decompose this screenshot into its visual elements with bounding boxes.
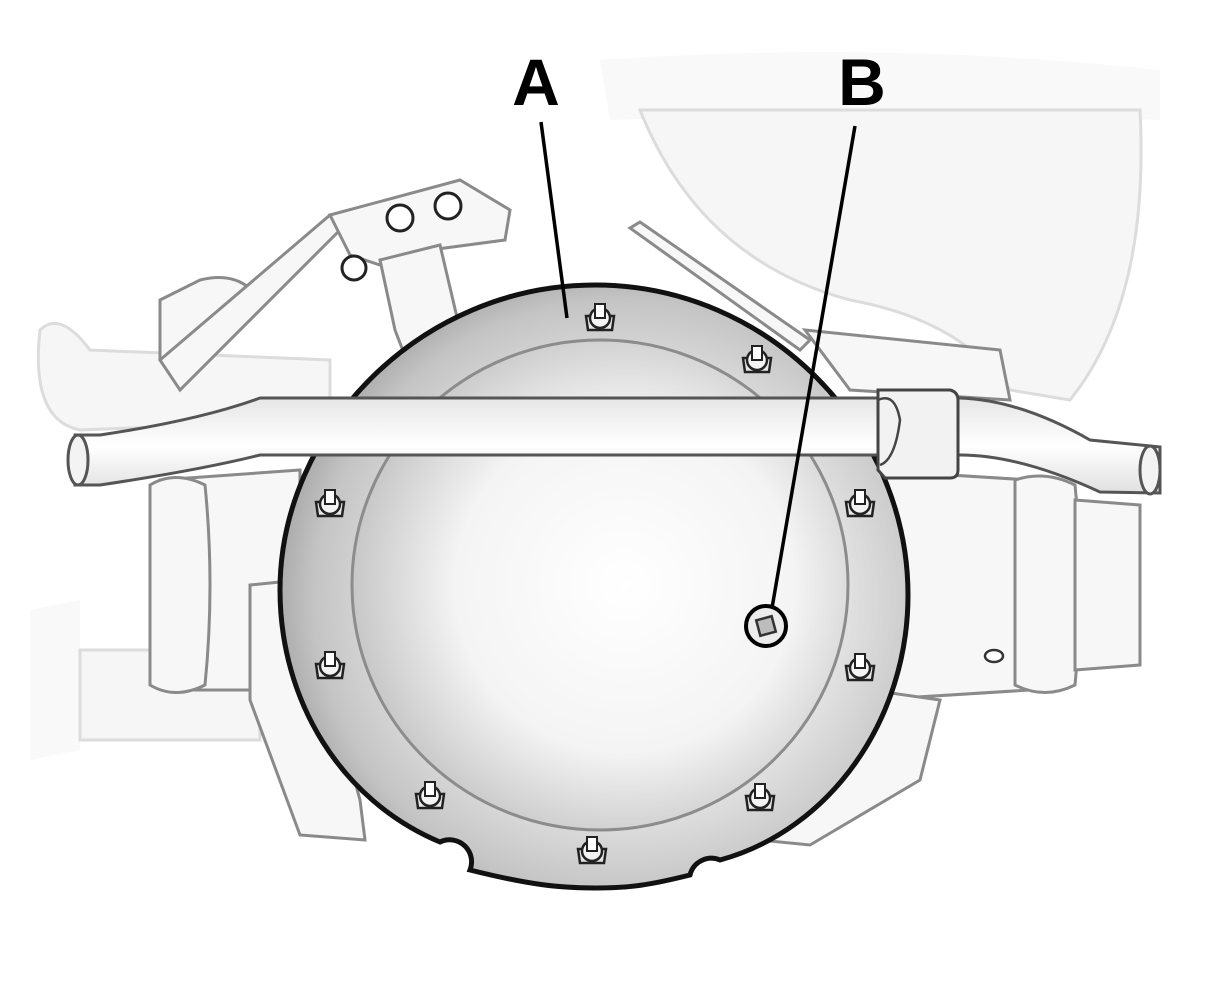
exhaust-pipe-ghost	[600, 52, 1160, 120]
fill-plug-icon	[744, 604, 788, 648]
stabilizer-bar	[66, 388, 1162, 496]
vent-hose	[627, 220, 813, 352]
shock-mount	[801, 328, 1012, 402]
spring-hanger-ghost	[637, 108, 1143, 402]
callout-label-b: B	[838, 45, 886, 119]
cover-bolt-icon	[414, 781, 446, 810]
bar-end-left	[66, 433, 90, 487]
axle-housing	[148, 468, 1142, 847]
cover-bolt-icon	[584, 303, 616, 332]
brackets	[158, 178, 1012, 402]
cover-bolt-icon	[844, 653, 876, 682]
cover-bolt-icon	[741, 345, 773, 374]
bar-bushing-edge	[877, 397, 902, 467]
cover-bolt-icon	[844, 489, 876, 518]
cover-bolt-icon	[576, 836, 608, 865]
cover-bolt-icon	[314, 651, 346, 680]
axle-flange-right	[1013, 474, 1082, 694]
cover-dome	[350, 338, 850, 832]
cover-bolt-icon	[744, 783, 776, 812]
mount-bolt-2-icon	[433, 191, 463, 221]
frame-end-left-ghost	[30, 600, 80, 760]
axle-flange-left	[148, 476, 212, 694]
axle-shaft-right	[1073, 498, 1142, 672]
cover-bolt-icon	[314, 489, 346, 518]
mount-bolt-1-icon	[385, 203, 415, 233]
mount-bolt-3-icon	[340, 254, 368, 282]
cover-bolts	[314, 303, 876, 865]
callout-label-a: A	[512, 45, 560, 119]
leader-line-b	[770, 125, 857, 609]
leader-line-a	[539, 121, 569, 319]
housing-hole	[983, 648, 1005, 664]
bar-end-right	[1138, 444, 1162, 496]
bar-bushing	[876, 388, 960, 480]
